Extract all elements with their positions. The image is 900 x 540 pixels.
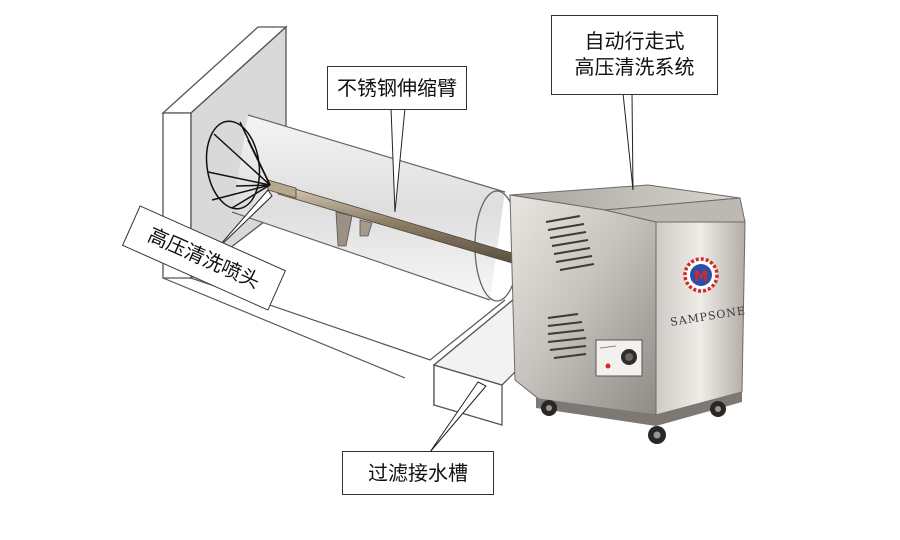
vent-grille-lower: [547, 313, 587, 359]
label-filter-tank: 过滤接水槽: [342, 451, 494, 495]
logo-letter: M: [694, 269, 708, 285]
leader-system: [622, 92, 634, 191]
callout-leaders: [213, 92, 634, 453]
spray-cone: [205, 120, 271, 210]
label-system-line2: 高压清洗系统: [574, 55, 695, 79]
cleaning-machine: M SAMPSONE: [509, 184, 747, 444]
leader-tank: [429, 381, 487, 453]
label-cleaning-system: 自动行走式 高压清洗系统: [551, 15, 718, 95]
vent-grille-upper: [545, 215, 595, 271]
brand-logo: M: [683, 257, 719, 293]
label-system-line1: 自动行走式: [584, 29, 685, 53]
leader-nozzle: [213, 189, 273, 253]
filter-tank: [432, 288, 526, 426]
caster-wheels: [541, 400, 726, 444]
label-telescopic-arm: 不锈钢伸缩臂: [327, 66, 467, 110]
control-panel: [595, 339, 643, 377]
